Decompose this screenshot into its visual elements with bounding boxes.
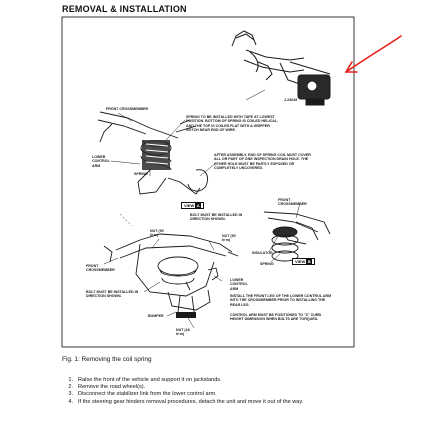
step-text: Remove the road wheel(s). — [78, 384, 146, 391]
step-text: Raise the front of the vehicle and suppo… — [78, 377, 222, 383]
spring-tool-illustration — [231, 30, 331, 106]
step-text: Disconnect the stabilizer link from the … — [78, 391, 217, 398]
figure-caption: Fig. 1: Removing the coil spring — [62, 356, 152, 363]
procedure-step: 2. Remove the road wheel(s). — [60, 384, 360, 391]
bumper-label: BUMPER — [148, 314, 164, 318]
bolt-direction-note-left: BOLT MUST BE INSTALLED IN DIRECTION SHOW… — [86, 290, 139, 299]
step-number: 4. — [68, 398, 73, 405]
section-heading: REMOVAL & INSTALLATION — [62, 4, 187, 14]
step-number: 2. — [68, 384, 73, 391]
annotation-arrow — [345, 35, 402, 73]
front-crossmember-right-label: FRONT CROSSMEMBER — [278, 198, 307, 207]
front-crossmember-label: FRONT CROSSMEMBER — [106, 107, 149, 111]
curb-height-note: CONTROL ARM MUST BE POSITIONED TO "Z" CU… — [230, 313, 321, 322]
spring-label: SPRING — [134, 172, 148, 176]
step-number: 1. — [68, 377, 73, 383]
procedure-step: 3. Disconnect the stabilizer link from t… — [60, 391, 360, 398]
step-number: 3. — [68, 391, 73, 398]
nut-right-label: NUT (90 N·m) — [222, 234, 236, 243]
after-assembly-note: AFTER ASSEMBLY, END OF SPRING COIL MUST … — [214, 153, 311, 170]
nut-left-label: NUT (90 N·m) — [150, 229, 164, 238]
bolt-direction-note-top: BOLT MUST BE INSTALLED IN DIRECTION SHOW… — [190, 213, 243, 222]
front-crossmember-mid-label: FRONT CROSSMEMBER — [86, 264, 115, 273]
spring-right-label: SPRING — [260, 262, 274, 266]
lower-control-arm-right-label: LOWER CONTROL ARM — [230, 278, 248, 291]
procedure-step: 1. Raise the front of the vehicle and su… — [60, 377, 360, 384]
tool-code-label: J-23028 — [284, 98, 298, 102]
procedure-steps: 1. Raise the front of the vehicle and su… — [60, 377, 360, 406]
insulator-label: INSULATOR — [252, 251, 273, 255]
procedure-step: 4. If the steering gear hinders removal … — [60, 399, 360, 406]
spring-assembly-illustration — [97, 111, 208, 195]
step-text: If the steering gear hinders removal pro… — [78, 398, 304, 405]
nut-bottom-label: NUT (28 N·m) — [176, 328, 190, 337]
insulator-detail-illustration — [263, 211, 331, 262]
install-sequence-note: INSTALL THE FRONT LEG OF THE LOWER CONTR… — [230, 294, 332, 307]
lower-control-arm-label: LOWER CONTROL ARM — [92, 155, 110, 168]
spring-install-note: SPRING TO BE INSTALLED WITH TAPE AT LOWE… — [186, 115, 278, 132]
crossmember-illustration — [103, 233, 239, 318]
